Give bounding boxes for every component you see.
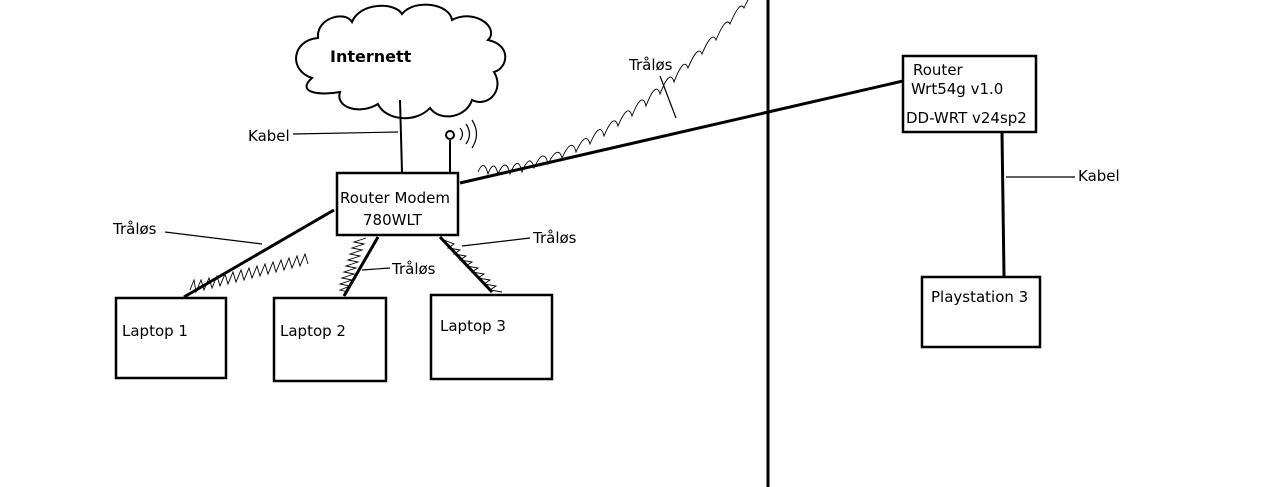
signal-wave-icon [459,127,464,141]
laptop3-label: Laptop 3 [440,317,506,335]
laptop2-box [272,296,388,383]
wireless-wave-laptop1 [189,252,309,294]
label-pointer-traalos-laptop3 [461,237,531,247]
label-pointer-kabel-internet [292,131,399,135]
laptop2-label: Laptop 2 [280,322,346,340]
label-pointer-traalos-laptop1 [164,231,263,245]
wireless-wave-laptop3 [443,239,503,293]
wireless-link-laptop1 [183,208,335,299]
router-wrt-label-line1: Router [913,61,964,79]
router-wrt-box [901,54,1038,134]
label-kabel-playstation: Kabel [1078,167,1120,185]
router-modem-label-line1: Router Modem [340,189,450,207]
label-kabel-internet: Kabel [248,127,290,145]
router-wrt-label-line2: Wrt54g v1.0 [911,80,1003,98]
router-wrt-label-line3: DD-WRT v24sp2 [906,109,1027,127]
cloud-label: Internett [330,47,412,66]
laptop1-label: Laptop 1 [122,322,188,340]
antenna-tip-icon [445,130,455,140]
playstation-box [920,275,1042,349]
label-traalos-bridge: Tråløs [628,56,673,74]
label-traalos-laptop1: Tråløs [112,220,157,238]
signal-wave-icon [471,119,478,149]
internet-cloud [295,3,507,120]
cable-playstation [1000,132,1006,277]
playstation-label: Playstation 3 [931,288,1028,306]
wireless-link-laptop3 [438,235,494,294]
laptop1-box [114,296,228,380]
router-modem-box [335,171,460,237]
wireless-wave-laptop2 [338,237,367,293]
label-traalos-laptop3: Tråløs [532,229,577,247]
wireless-link-bridge [459,79,904,185]
signal-wave-icon [465,123,471,145]
router-modem-label-line2: 780WLT [363,211,423,229]
laptop3-box [429,293,554,381]
label-pointer-traalos-laptop2 [361,267,391,271]
cable-internet [399,99,403,173]
label-traalos-laptop2: Tråløs [391,260,436,278]
label-pointer-traalos-bridge [659,75,677,119]
wireless-wave-bridge [477,0,749,176]
